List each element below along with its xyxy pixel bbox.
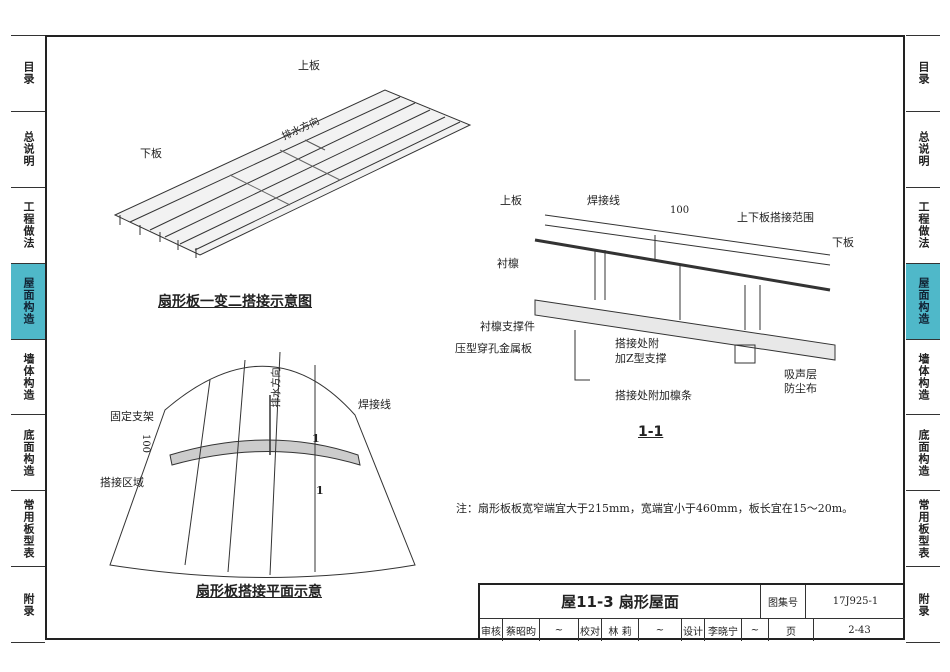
review-label: 审核 [480, 619, 503, 641]
note: 注：扇形板板宽窄端宜大于215mm，宽端宜小于460mm，板长宜在15～20m。 [456, 502, 854, 515]
designer-name: 李晓宁 [705, 619, 742, 641]
caption-fig2: 扇形板搭接平面示意 [196, 584, 322, 600]
label-bracket: 固定支架 [110, 410, 154, 423]
tab-practice[interactable]: 工程做法 [906, 188, 940, 264]
check-label: 校对 [579, 619, 602, 641]
label-dust: 防尘布 [784, 382, 817, 395]
tab-panels[interactable]: 常用板型表 [11, 491, 45, 568]
page-label: 页 [769, 619, 814, 641]
atlas-number: 17J925-1 [832, 596, 879, 607]
label-weld-line: 焊接线 [358, 398, 391, 411]
atlas-label: 图集号 [761, 585, 806, 618]
label-dim-100: 100 [140, 433, 152, 454]
label-upper-panel: 上板 [298, 59, 320, 72]
label-extra-purlin: 搭接处附加檩条 [615, 389, 692, 402]
tab-practice[interactable]: 工程做法 [11, 188, 45, 264]
drawing-frame [45, 35, 905, 640]
tab-contents[interactable]: 目录 [906, 36, 940, 112]
tab-wall[interactable]: 墙体构造 [906, 340, 940, 416]
section-mark-1: 1 [312, 432, 320, 445]
reviewer-signature: ~ [540, 619, 579, 641]
tab-roof[interactable]: 屋面构造 [11, 263, 45, 340]
tab-panels[interactable]: 常用板型表 [906, 491, 940, 568]
fan-plan [109, 351, 416, 578]
designer-signature: ~ [742, 619, 769, 641]
tab-appendix[interactable]: 附录 [906, 567, 940, 643]
label-support: 衬檩支撑件 [480, 320, 535, 333]
checker-name: 林 莉 [602, 619, 639, 641]
tab-general[interactable]: 总说明 [906, 112, 940, 188]
label-overlap-range: 上下板搭接范围 [737, 211, 814, 224]
tab-appendix[interactable]: 附录 [11, 567, 45, 643]
label-overlap-zone: 搭接区域 [100, 476, 144, 489]
panel-overlap-3d [113, 89, 472, 258]
design-label: 设计 [682, 619, 705, 641]
tab-contents[interactable]: 目录 [11, 36, 45, 112]
label-perforated: 压型穿孔金属板 [455, 342, 532, 355]
label-z-support-2: 加Z型支撑 [615, 352, 667, 365]
tab-soffit[interactable]: 底面构造 [11, 415, 45, 492]
checker-signature: ~ [639, 619, 682, 641]
label-lower-panel: 下板 [140, 147, 162, 160]
label-dim: 100 [670, 205, 690, 216]
sheet-title: 屋11-3 扇形屋面 [480, 585, 761, 618]
page-number: 2-43 [848, 624, 871, 636]
label-z-support-1: 搭接处附 [615, 337, 659, 350]
label-absorb: 吸声层 [784, 368, 817, 381]
label-weld: 焊接线 [587, 194, 620, 207]
label-drain-direction-2: 排水方向 [271, 367, 283, 408]
section-1-1 [534, 214, 836, 381]
caption-fig1: 扇形板一变二搭接示意图 [158, 294, 312, 310]
left-nav: 目录 总说明 工程做法 屋面构造 墙体构造 底面构造 常用板型表 附录 [11, 35, 45, 643]
reviewer-name: 蔡昭昀 [503, 619, 540, 641]
tab-wall[interactable]: 墙体构造 [11, 340, 45, 416]
right-nav: 目录 总说明 工程做法 屋面构造 墙体构造 底面构造 常用板型表 附录 [906, 35, 940, 643]
caption-section: 1-1 [638, 424, 664, 440]
label-lower: 下板 [832, 236, 854, 249]
tab-general[interactable]: 总说明 [11, 112, 45, 188]
tab-roof[interactable]: 屋面构造 [906, 263, 940, 340]
label-purlin: 衬檩 [497, 257, 519, 270]
tab-soffit[interactable]: 底面构造 [906, 415, 940, 492]
label-upper: 上板 [500, 194, 522, 207]
section-mark-2: 1 [316, 484, 324, 497]
title-block: 屋11-3 扇形屋面 图集号 17J925-1 审核 蔡昭昀 ~ 校对 林 莉 … [478, 583, 905, 641]
